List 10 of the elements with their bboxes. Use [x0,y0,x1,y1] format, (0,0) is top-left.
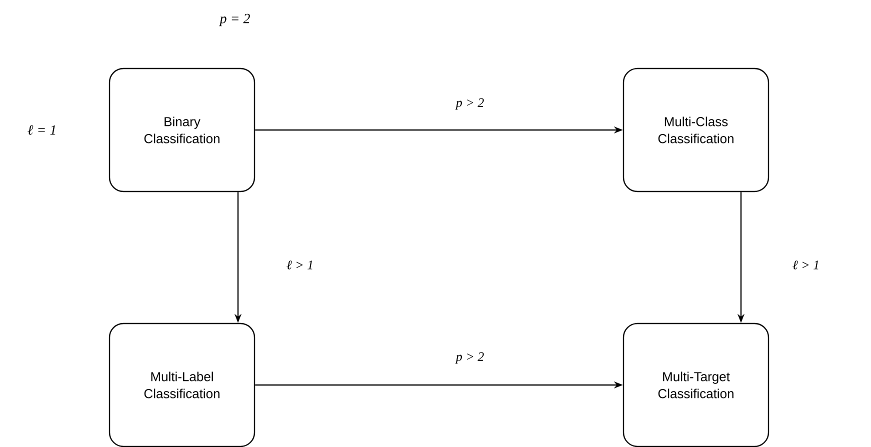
edge-label: ℓ > 1 [791,260,821,270]
process-box: Binary Classification [108,68,256,192]
parameter-label: ℓ = 1 [28,125,56,135]
edge-label: ℓ > 1 [285,260,315,270]
edge-label: p > 2 [454,97,486,111]
process-box: Multi-Target Classification [622,322,770,447]
process-box: Multi-Label Classification [108,322,256,447]
parameter-label: p = 2 [218,14,250,26]
edge-label: p > 2 [454,351,486,365]
process-box: Multi-Class Classification [622,68,770,192]
